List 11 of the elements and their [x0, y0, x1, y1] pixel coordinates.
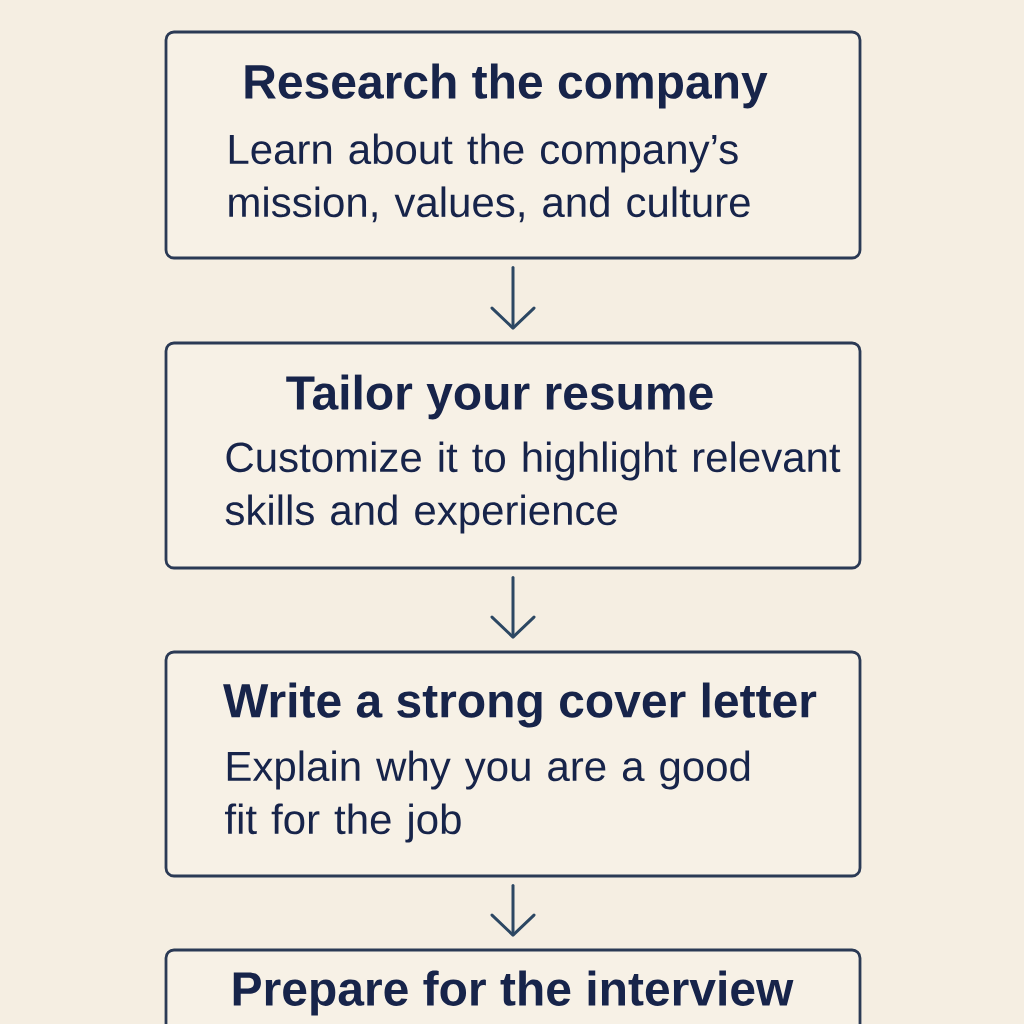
- step-description: Customize it to highlight relevant skills and experience: [225, 441, 841, 534]
- step-title: Tailor your resume: [286, 374, 713, 420]
- step-box: [164, 650, 862, 878]
- step-title: Research the company: [245, 63, 768, 109]
- step-box: [164, 341, 862, 570]
- step-description: Learn about the company’s mission, values, and culture: [229, 133, 750, 223]
- step-box: [164, 948, 862, 1024]
- step-description: Explain why you are a good fit for the job: [225, 750, 750, 843]
- step-title: Write a strong cover letter: [223, 682, 817, 728]
- step-box: [164, 30, 862, 260]
- step-title: Prepare for the interview: [233, 970, 794, 1016]
